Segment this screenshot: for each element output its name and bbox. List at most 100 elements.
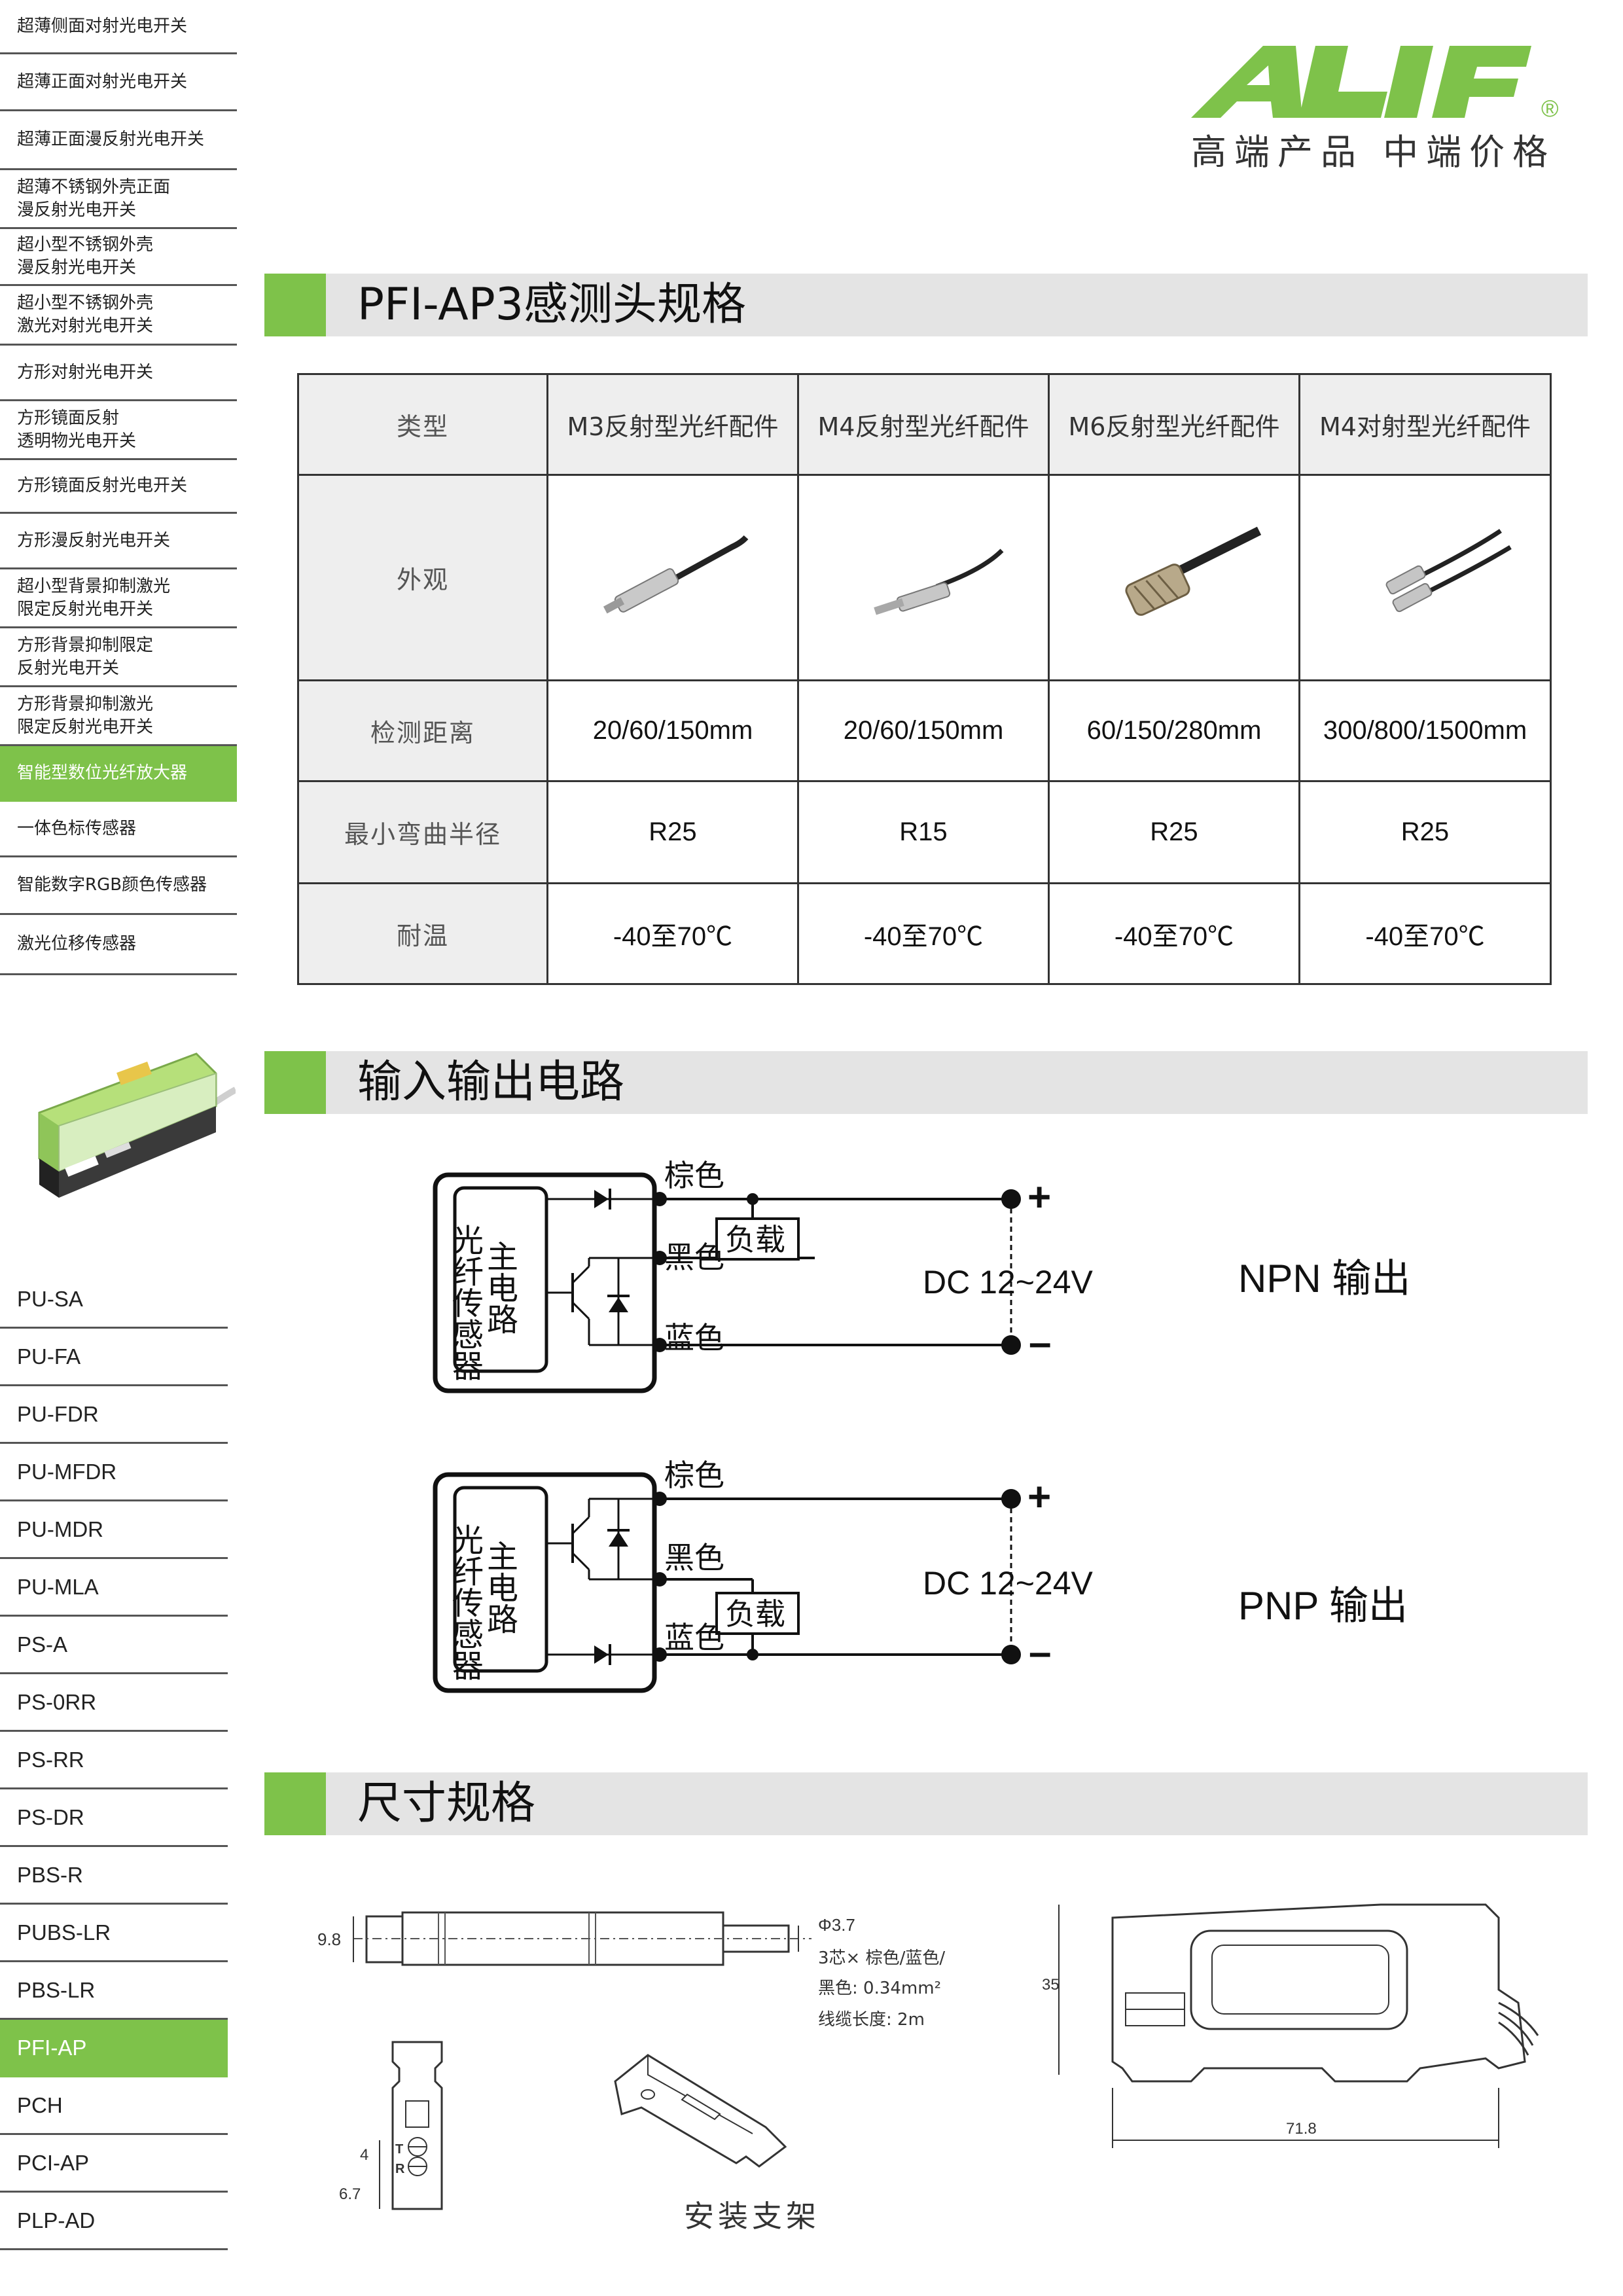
sidebar-category-item[interactable]: 超薄不锈钢外壳正面漫反射光电开关 <box>0 170 237 229</box>
sidebar-category-item[interactable]: 超薄正面漫反射光电开关 <box>0 111 237 170</box>
m4-through-fiber-image <box>1298 474 1552 681</box>
spec-section-header: PFI-AP3感测头规格 <box>264 274 1588 336</box>
col-header-m3: M3反射型光纤配件 <box>546 373 799 476</box>
sidebar-model-item[interactable]: PFI-AP <box>0 2020 228 2077</box>
sidebar-model-label: PUBS-LR <box>17 1920 111 1945</box>
dim-fiber-diameter: Φ3.7 <box>818 1915 855 1935</box>
sidebar-category-label: 超薄不锈钢外壳正面 <box>17 177 171 197</box>
sidebar-category-item[interactable]: 方形镜面反射光电开关 <box>0 460 237 514</box>
load-label: 负载 <box>725 1222 785 1257</box>
section-accent <box>264 1051 326 1114</box>
sidebar-category-label: 漫反射光电开关 <box>17 258 137 278</box>
sidebar-model-item[interactable]: PU-MLA <box>0 1559 228 1617</box>
table-cell: 20/60/150mm <box>546 679 799 782</box>
sidebar-model-item[interactable]: PU-MDR <box>0 1501 228 1559</box>
sidebar-category-label: 限定反射光电开关 <box>17 599 154 619</box>
sidebar-model-item[interactable]: PCH <box>0 2077 228 2135</box>
sidebar-category-label: 超薄正面对射光电开关 <box>17 71 188 92</box>
sidebar-model-item[interactable]: PU-SA <box>0 1271 228 1329</box>
sidebar-model-label: PS-DR <box>17 1804 84 1829</box>
sidebar-category-item[interactable]: 智能型数位光纤放大器 <box>0 746 237 802</box>
table-cell: R25 <box>1298 780 1552 884</box>
row-label-temperature: 耐温 <box>297 882 548 985</box>
sensor-head-drawing: 9.8 Φ3.7 3芯× 棕色/蓝色/ 黑色: 0.34mm² 线缆长度: 2m <box>314 1898 982 2055</box>
table-cell: R15 <box>797 780 1050 884</box>
sidebar-category-label: 方形对射光电开关 <box>17 362 154 382</box>
plus-terminal: + <box>1027 1475 1051 1520</box>
npn-circuit-diagram: 光纤传感器 主电路 棕色 黑色 蓝色 负载 <box>419 1152 1139 1407</box>
sidebar-model-label: PU-FA <box>17 1344 81 1369</box>
sidebar-model-item[interactable]: PU-FDR <box>0 1386 228 1444</box>
sidebar-category-item[interactable]: 方形镜面反射透明物光电开关 <box>0 401 237 460</box>
section-accent <box>264 1772 326 1835</box>
sidebar-model-label: PU-SA <box>17 1286 83 1311</box>
sidebar-model-item[interactable]: PS-DR <box>0 1789 228 1847</box>
sidebar-category-item[interactable]: 方形漫反射光电开关 <box>0 514 237 569</box>
sidebar-category-item[interactable]: 激光位移传感器 <box>0 915 237 975</box>
side-letter-r: R <box>395 2162 405 2176</box>
brand-logo: ® <box>1191 39 1584 177</box>
sidebar-category-item[interactable]: 超薄正面对射光电开关 <box>0 54 237 111</box>
sidebar-model-label: PS-A <box>17 1632 68 1657</box>
sidebar-model-item[interactable]: PU-MFDR <box>0 1444 228 1501</box>
cable-spec-line-1: 3芯× 棕色/蓝色/ <box>818 1948 945 1968</box>
sidebar-model-item[interactable]: PBS-LR <box>0 1962 228 2020</box>
wire-label-blue: 蓝色 <box>664 1320 724 1355</box>
sidebar-category-label: 激光对射光电开关 <box>17 316 154 336</box>
minus-terminal: – <box>1029 1630 1051 1675</box>
sidebar-model-item[interactable]: PLP-AD <box>0 2193 228 2250</box>
col-header-m4: M4反射型光纤配件 <box>797 373 1050 476</box>
sidebar-model-item[interactable]: PU-FA <box>0 1329 228 1386</box>
circuit-box-text-left: 光纤传感器 <box>446 1224 484 1381</box>
sidebar-category-item[interactable]: 超小型不锈钢外壳激光对射光电开关 <box>0 286 237 346</box>
sidebar-category-item[interactable]: 超薄侧面对射光电开关 <box>0 0 237 54</box>
sidebar-category-label: 超小型不锈钢外壳 <box>17 235 154 255</box>
sidebar-category-label: 超小型不锈钢外壳 <box>17 293 154 313</box>
dim-side-4: 4 <box>360 2146 368 2164</box>
spec-row-temperature: 耐温 -40至70℃ -40至70℃ -40至70℃ -40至70℃ <box>297 882 1552 985</box>
sidebar-category-label: 超薄侧面对射光电开关 <box>17 16 188 36</box>
row-label-bend-radius: 最小弯曲半径 <box>297 780 548 884</box>
table-cell: -40至70℃ <box>546 882 799 985</box>
sidebar-category-item[interactable]: 超小型不锈钢外壳漫反射光电开关 <box>0 229 237 286</box>
sidebar-model-item[interactable]: PBS-R <box>0 1847 228 1905</box>
sidebar-category-label: 反射光电开关 <box>17 658 120 678</box>
col-header-m4-through: M4对射型光纤配件 <box>1298 373 1552 476</box>
row-label-appearance: 外观 <box>297 474 548 681</box>
sidebar-model-item[interactable]: PUBS-LR <box>0 1905 228 1962</box>
section-accent <box>264 274 326 336</box>
sidebar-model-label: PU-MLA <box>17 1574 99 1599</box>
sidebar-model-item[interactable]: PS-A <box>0 1617 228 1674</box>
sidebar-model-item[interactable]: PS-0RR <box>0 1674 228 1732</box>
pnp-output-label: PNP 输出 <box>1238 1584 1408 1628</box>
wire-label-brown: 棕色 <box>664 1158 724 1193</box>
table-cell: 60/150/280mm <box>1048 679 1300 782</box>
sidebar-category-item[interactable]: 一体色标传感器 <box>0 802 237 857</box>
sidebar-category-item[interactable]: 超小型背景抑制激光限定反射光电开关 <box>0 569 237 628</box>
circuit-section-title: 输入输出电路 <box>357 1056 625 1108</box>
sidebar-model-item[interactable]: PS-RR <box>0 1732 228 1789</box>
sidebar-model-label: PCH <box>17 2092 63 2117</box>
sidebar-model-label: PFI-AP <box>17 2035 87 2060</box>
sidebar-category-label: 激光位移传感器 <box>17 934 137 954</box>
spec-section-title: PFI-AP3感测头规格 <box>357 279 747 331</box>
circuit-box-text-left: 光纤传感器 <box>446 1524 484 1681</box>
sidebar-category-item[interactable]: 方形背景抑制限定反射光电开关 <box>0 628 237 687</box>
minus-terminal: – <box>1029 1320 1051 1365</box>
sidebar-category-item[interactable]: 方形对射光电开关 <box>0 346 237 401</box>
sidebar-category-label: 限定反射光电开关 <box>17 717 154 737</box>
sidebar-category-label: 透明物光电开关 <box>17 431 137 451</box>
wire-label-black: 黑色 <box>664 1540 724 1575</box>
side-view-drawing: T R 4 6.7 <box>327 2036 471 2225</box>
dim-sensor-diameter: 9.8 <box>317 1929 341 1949</box>
sidebar-category-label: 方形背景抑制限定 <box>17 635 154 655</box>
spec-table: 类型 M3反射型光纤配件 M4反射型光纤配件 M6反射型光纤配件 M4对射型光纤… <box>297 373 1552 985</box>
sidebar-category-item[interactable]: 智能数字RGB颜色传感器 <box>0 857 237 915</box>
sidebar-model-label: PBS-LR <box>17 1977 96 2002</box>
wire-label-brown: 棕色 <box>664 1458 724 1493</box>
dimension-section-header: 尺寸规格 <box>264 1772 1588 1835</box>
sidebar-category-item[interactable]: 方形背景抑制激光限定反射光电开关 <box>0 687 237 746</box>
load-label: 负载 <box>725 1596 785 1632</box>
sidebar-model-item[interactable]: PCI-AP <box>0 2135 228 2193</box>
sidebar-category-label: 漫反射光电开关 <box>17 200 137 220</box>
